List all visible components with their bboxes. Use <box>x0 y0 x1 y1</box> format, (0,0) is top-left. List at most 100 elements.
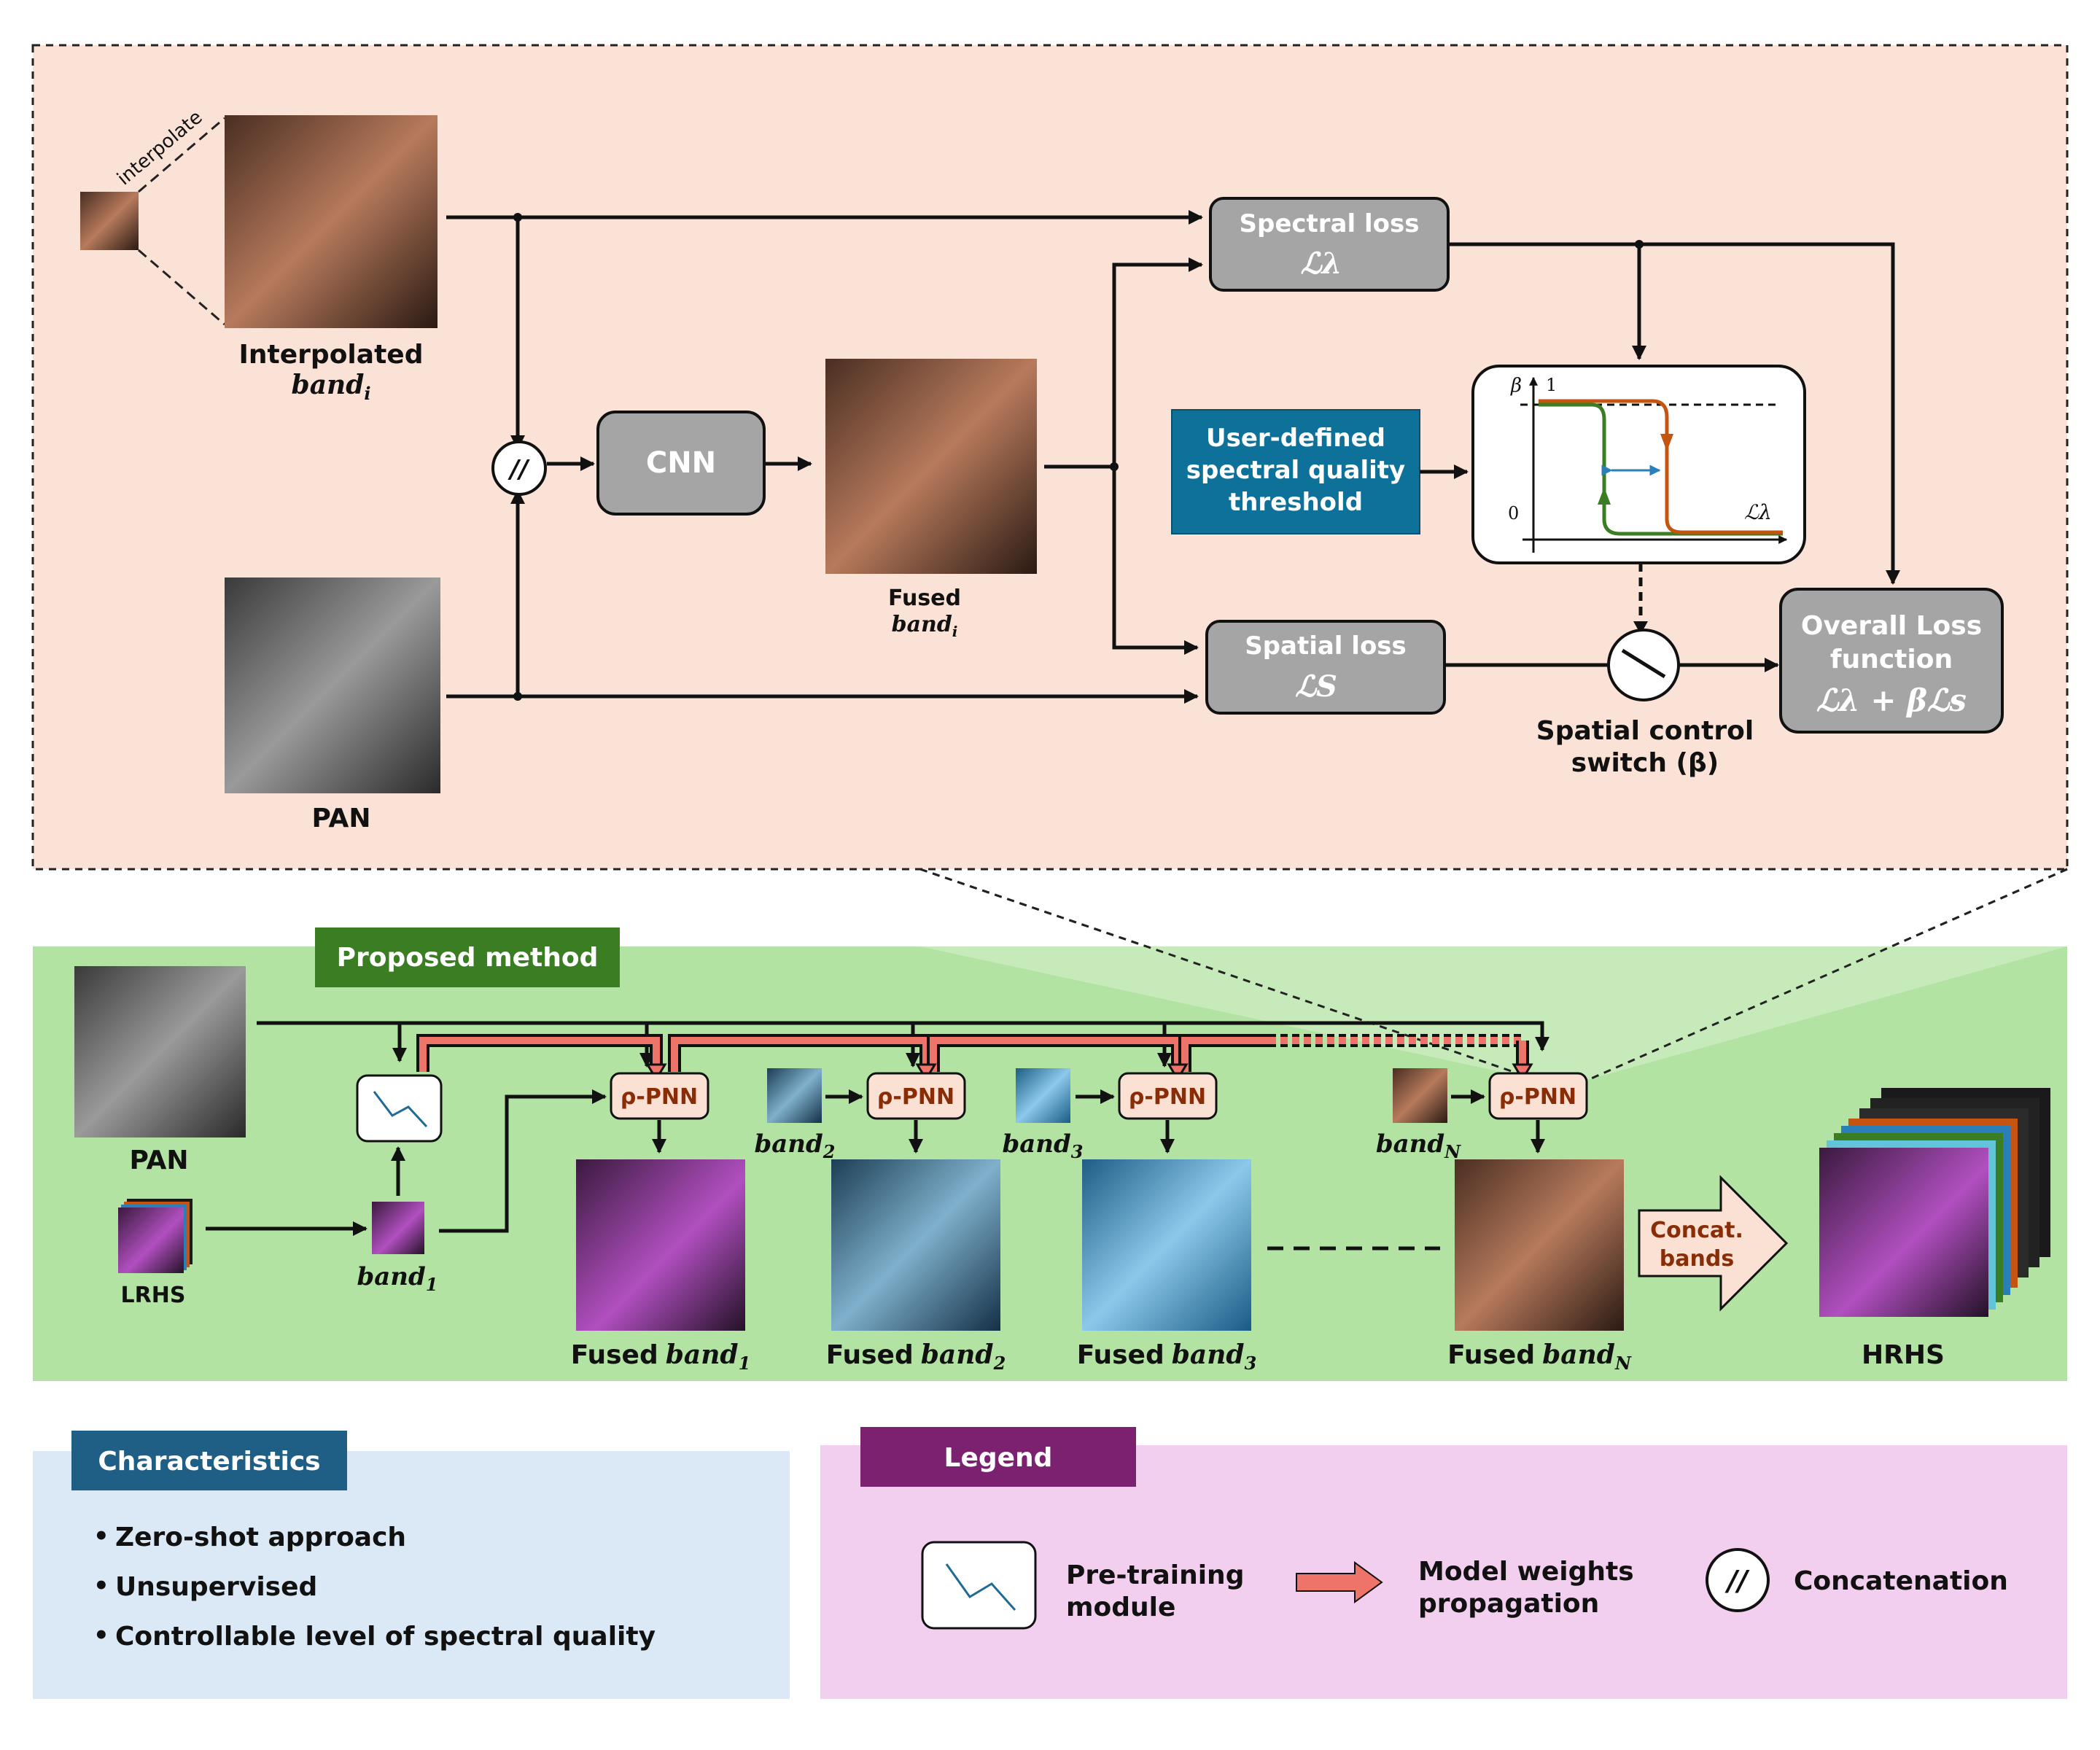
svg-text:ρ-PNN: ρ-PNN <box>1129 1084 1206 1110</box>
characteristics-title: Characteristics <box>98 1447 320 1477</box>
pnn-block-1: ρ-PNN <box>610 1072 709 1120</box>
hrhs-cube <box>1819 1088 2050 1317</box>
legend-propagation-arrow <box>1296 1561 1383 1603</box>
lowres-band-thumbnail <box>80 192 139 250</box>
pan-image-small <box>74 966 246 1138</box>
graph-x-label: ℒλ <box>1744 500 1772 524</box>
band3-image <box>1016 1068 1070 1123</box>
pnn-block-2: ρ-PNN <box>866 1072 966 1120</box>
fused-band3-image <box>1082 1159 1251 1331</box>
concat-bands-arrow <box>1638 1175 1789 1312</box>
bandN-image <box>1393 1068 1447 1123</box>
junction-dot <box>513 692 522 701</box>
overall-loss-line1: Overall Loss <box>1801 611 1982 641</box>
junction-dot <box>513 213 522 222</box>
characteristics-panel <box>33 1451 790 1699</box>
band2-label: band2 <box>755 1129 836 1162</box>
band2-image <box>767 1068 822 1123</box>
band1-to-pnn1-arrow <box>439 1089 607 1233</box>
legend-propagation-line1: Model weights <box>1418 1557 1634 1587</box>
concat-bands-line1: Concat. <box>1650 1218 1743 1243</box>
band1-label: band1 <box>357 1262 438 1295</box>
user-threshold-box <box>1171 409 1420 534</box>
switch-blade <box>1621 648 1666 679</box>
pan-image <box>225 578 440 793</box>
graph-y-one: 1 <box>1546 375 1557 395</box>
overall-loss-block <box>1779 588 2004 734</box>
spectral-loss-block <box>1209 197 1450 292</box>
legend-pretraining-icon-line <box>945 1563 1016 1611</box>
spatial-loss-label: Spatial loss <box>1245 631 1407 661</box>
cnn-label: CNN <box>646 446 716 480</box>
user-threshold-line2: spectral quality <box>1186 456 1405 485</box>
characteristics-bullet: • <box>93 1522 109 1551</box>
pan-label: PAN <box>311 804 370 833</box>
weights-propagation-arrows <box>416 1034 1533 1081</box>
characteristics-bullet: • <box>93 1571 109 1601</box>
spatial-loss-block <box>1205 620 1446 715</box>
legend-concat-symbol: // <box>1724 1565 1750 1597</box>
interpolated-label: Interpolated <box>239 340 424 370</box>
spectral-out-line <box>1450 242 1900 585</box>
interpolated-band-math: bandi <box>292 370 371 404</box>
legend-pretraining-line2: module <box>1066 1592 1175 1622</box>
band3-label: band3 <box>1003 1129 1084 1162</box>
legend-concat-icon <box>1706 1548 1770 1612</box>
concat-icon-symbol: // <box>508 455 530 484</box>
pan-distribution-line <box>257 1021 1549 1051</box>
graph-y-zero: 0 <box>1508 503 1519 524</box>
concat-icon <box>491 440 547 496</box>
band1-image <box>372 1202 424 1254</box>
zoom-highlight <box>920 946 2067 1079</box>
fused-bandN-image <box>1455 1159 1624 1331</box>
switch-label-line2: switch (β) <box>1571 748 1719 778</box>
svg-text:ρ-PNN: ρ-PNN <box>877 1084 954 1110</box>
pretraining-module-icon <box>373 1091 428 1128</box>
svg-text:ρ-PNN: ρ-PNN <box>1499 1084 1576 1110</box>
overall-loss-line2: function <box>1830 645 1953 674</box>
bandN-label: bandN <box>1376 1129 1461 1162</box>
pretraining-module <box>356 1074 443 1143</box>
orange-curve-arrowhead <box>1660 434 1673 451</box>
graph-y-label: β <box>1510 375 1522 397</box>
pan-label-small: PAN <box>129 1146 188 1175</box>
fused-to-spectral-arrow <box>1112 257 1203 467</box>
characteristics-item-2: Unsupervised <box>115 1572 317 1602</box>
spatial-loss-math: ℒS <box>1295 669 1337 704</box>
legend-tag <box>860 1427 1136 1487</box>
interpolate-guide-top <box>138 117 225 193</box>
user-threshold-line1: User-defined <box>1206 424 1385 453</box>
interpolated-band-image <box>225 115 438 328</box>
spectral-loss-math: ℒλ <box>1301 246 1342 281</box>
switch-label-line1: Spatial control <box>1536 716 1754 746</box>
proposed-method-title: Proposed method <box>337 943 599 973</box>
user-threshold-line3: threshold <box>1229 488 1363 517</box>
fused-band-image <box>825 359 1037 574</box>
fused-band1-image <box>576 1159 745 1331</box>
legend-pretraining-icon <box>921 1541 1037 1630</box>
proposed-method-tag <box>315 928 620 987</box>
characteristics-item-1: Zero-shot approach <box>115 1522 406 1552</box>
characteristics-item-3: Controllable level of spectral quality <box>115 1622 656 1652</box>
pnn-block-3: ρ-PNN <box>1118 1072 1218 1120</box>
concat-bands-line2: bands <box>1660 1246 1734 1272</box>
fused-label: Fused <box>888 586 961 611</box>
characteristics-tag <box>71 1431 347 1490</box>
orange-hysteresis-curve <box>1539 399 1783 534</box>
svg-text:ρ-PNN: ρ-PNN <box>621 1084 698 1110</box>
legend-title: Legend <box>944 1443 1053 1473</box>
legend-pretraining-line1: Pre-training <box>1066 1560 1244 1590</box>
hrhs-label: HRHS <box>1862 1340 1945 1370</box>
fused-band-math: bandi <box>892 612 958 640</box>
interpolate-guide-bottom <box>138 249 225 326</box>
legend-propagation-line2: propagation <box>1418 1589 1599 1619</box>
spectral-loss-label: Spectral loss <box>1240 209 1420 238</box>
pnn-block-N: ρ-PNN <box>1488 1072 1588 1120</box>
fused-to-spatial-arrow <box>1112 467 1199 655</box>
overall-loss-formula: ℒλ + βℒs <box>1816 682 1967 718</box>
